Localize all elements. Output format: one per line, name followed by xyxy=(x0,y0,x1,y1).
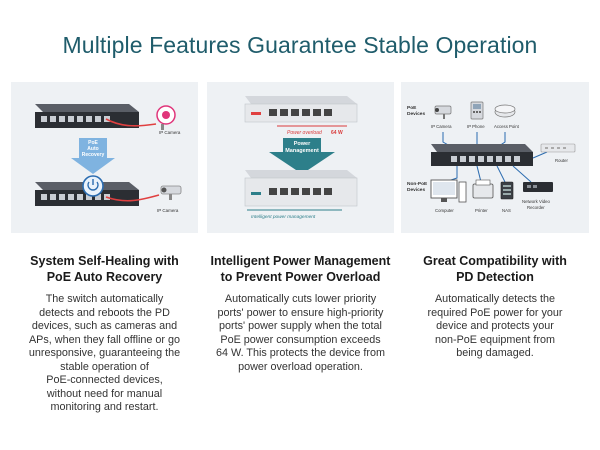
printer-icon xyxy=(472,179,494,199)
svg-text:Power overload: Power overload xyxy=(287,130,322,136)
switch-top xyxy=(244,96,358,123)
svg-text:Non-PoE: Non-PoE xyxy=(407,181,428,187)
poe-auto-recovery-illustration: IP Camera PoE Auto Recovery xyxy=(11,82,198,233)
svg-text:IP Camera: IP Camera xyxy=(431,124,452,129)
svg-text:PoE: PoE xyxy=(88,140,98,146)
svg-text:Recovery: Recovery xyxy=(82,152,105,158)
svg-text:Intelligent power management: Intelligent power management xyxy=(251,214,316,220)
svg-text:Computer: Computer xyxy=(435,208,454,213)
access-point-icon xyxy=(494,104,516,118)
feature-description: Automatically cuts lower priority ports'… xyxy=(215,293,386,373)
svg-text:IP Phone: IP Phone xyxy=(467,124,485,129)
svg-text:NAS: NAS xyxy=(502,208,511,213)
svg-text:IP Camera: IP Camera xyxy=(159,130,181,135)
power-management-illustration: Power overload 64 W Power Management Int… xyxy=(207,82,394,233)
poe-recovery-arrow: PoE Auto Recovery xyxy=(71,138,115,174)
svg-text:Router: Router xyxy=(555,158,568,163)
pd-detection-illustration: PoE Devices IP Camera IP Phone Access Po… xyxy=(401,82,589,233)
power-management-arrow: Power Management xyxy=(269,138,335,174)
feature-description: The switch automatically detects and reb… xyxy=(28,293,181,413)
svg-text:Devices: Devices xyxy=(407,111,425,117)
svg-text:Network Video: Network Video xyxy=(522,199,550,204)
feature-description: Automatically detects the required PoE p… xyxy=(427,293,563,359)
svg-text:Management: Management xyxy=(285,148,319,154)
nas-icon xyxy=(500,181,514,200)
svg-text:Access Point: Access Point xyxy=(494,124,520,129)
svg-text:PoE: PoE xyxy=(407,105,417,111)
svg-text:IP Camera: IP Camera xyxy=(157,208,179,213)
camera-icon xyxy=(156,105,176,130)
switch-top xyxy=(35,104,139,128)
switch xyxy=(431,144,533,166)
svg-text:Power: Power xyxy=(294,141,311,147)
computer-icon xyxy=(430,179,467,203)
router-icon xyxy=(540,143,576,153)
svg-text:Recorder: Recorder xyxy=(527,205,545,210)
svg-text:64 W: 64 W xyxy=(331,130,343,136)
switch-bottom xyxy=(244,170,358,207)
phone-icon xyxy=(470,101,484,120)
svg-text:Devices: Devices xyxy=(407,187,425,193)
svg-text:Printer: Printer xyxy=(475,208,488,213)
nvr-icon xyxy=(523,182,553,192)
camera-icon xyxy=(434,105,452,119)
recovery-power-icon xyxy=(82,175,104,197)
svg-text:Auto: Auto xyxy=(87,146,98,152)
page-title: Multiple Features Guarantee Stable Opera… xyxy=(62,32,538,58)
camera-icon xyxy=(160,185,182,200)
